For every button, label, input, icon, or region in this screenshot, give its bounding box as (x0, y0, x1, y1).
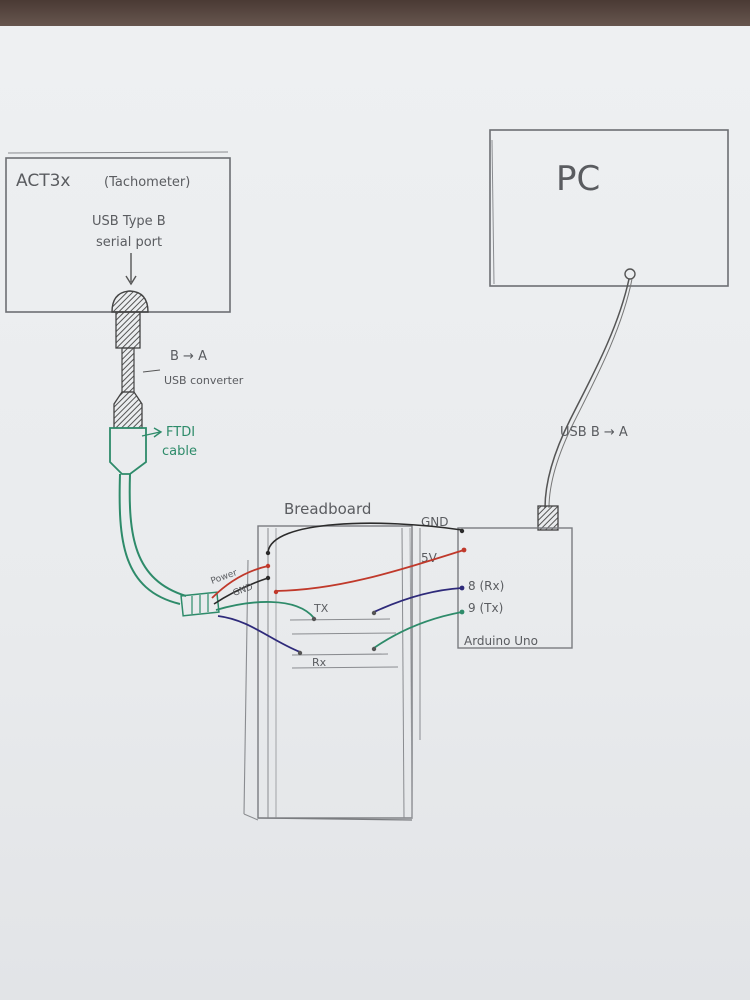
port-arrow-head (125, 275, 137, 286)
ftdi-power-label: Power (210, 568, 239, 587)
gnd-wire (267, 522, 463, 553)
ftdi-rx-wire (217, 615, 301, 653)
ftdi-tx-wire (215, 601, 315, 619)
arduino-pin8-label: 8 (Rx) (468, 579, 504, 593)
usb-b-port-icon (111, 290, 149, 313)
breadboard: Breadboard TX Rx (243, 500, 421, 821)
ftdi-power-wire (211, 565, 269, 599)
breadboard-label: Breadboard (284, 500, 371, 518)
tachometer-title: ACT3x (16, 171, 70, 191)
ftdi-gnd-label: GND (232, 582, 255, 598)
pc-box: PC (489, 129, 729, 287)
tachometer-subtitle: (Tachometer) (104, 175, 190, 190)
converter-label-line1: B → A (170, 349, 207, 364)
pc-usb-cable: USB B → A (537, 278, 633, 531)
5v-wire (275, 549, 465, 592)
ftdi-gnd-wire (213, 577, 269, 605)
port-label-line1: USB Type B (92, 214, 166, 229)
ftdi-label-line1: FTDI (166, 425, 195, 440)
ftdi-cable: FTDI cable (109, 425, 220, 617)
port-label-line2: serial port (96, 235, 162, 250)
tachometer-box: ACT3x (Tachometer) USB Type B serial por… (5, 151, 231, 313)
pc-label: PC (556, 159, 600, 199)
converter-label-line2: USB converter (164, 374, 244, 387)
breadboard-tx-label: TX (313, 602, 329, 615)
table-edge (0, 0, 750, 30)
arduino-uno: GND 5V 8 (Rx) 9 (Tx) Arduino Uno (421, 515, 573, 649)
arduino-usb-plug-icon (537, 505, 559, 531)
wires: Power GND (210, 522, 467, 656)
pc-cable-label: USB B → A (560, 425, 628, 440)
ftdi-label-line2: cable (162, 444, 197, 459)
pin9-wire (373, 611, 463, 649)
pin8-wire (373, 587, 463, 613)
breadboard-rx-label: Rx (312, 656, 327, 669)
paper-sheet (0, 26, 750, 1000)
arduino-label: Arduino Uno (464, 634, 538, 648)
pc-usb-port-icon (624, 268, 636, 280)
usb-converter: B → A USB converter (113, 311, 244, 429)
arduino-pin9-label: 9 (Tx) (468, 601, 503, 615)
